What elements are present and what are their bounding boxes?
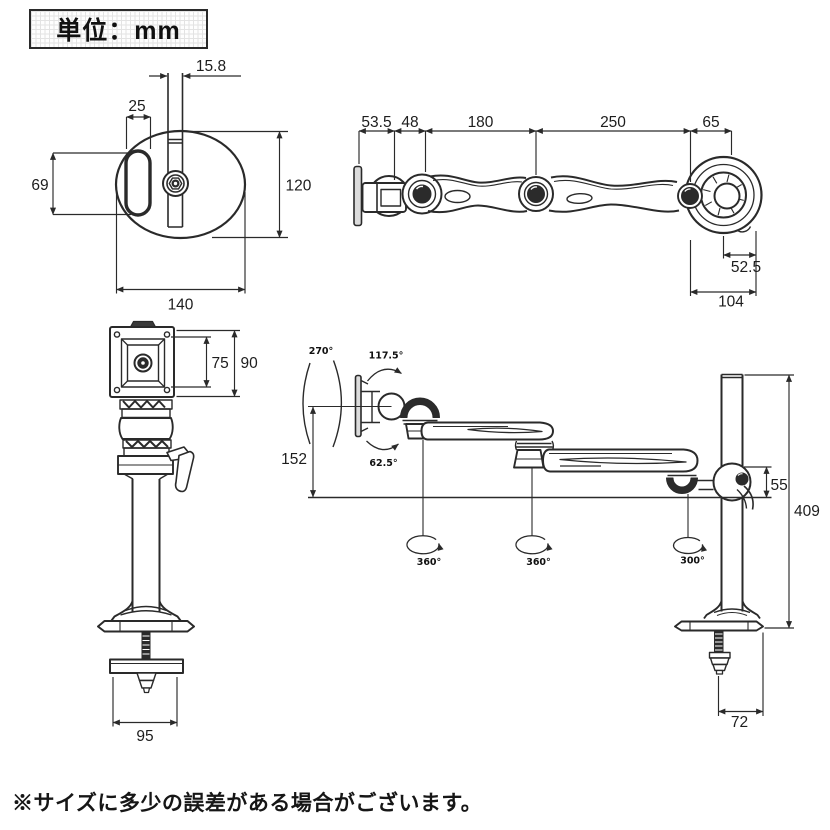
dim-lower-arm: 180 [468, 114, 494, 131]
base-center-hole [713, 182, 741, 210]
dim-rotation-joint1: 360° [417, 557, 442, 568]
dim-base-width: 140 [168, 297, 194, 314]
dim-min-height: 152 [281, 451, 307, 468]
dim-slot-width: 15.8 [196, 58, 226, 75]
dim-head-height: 55 [771, 477, 788, 494]
desk-base-plate-side [674, 620, 764, 632]
dim-base-inner: 52.5 [731, 259, 761, 276]
lower-arm-slot [444, 189, 471, 204]
unit-label-box: 単位：mm [29, 9, 208, 49]
arm-side-view: 360° 360° 300° 270° 117.5° 62.5° 152 55 … [281, 346, 820, 731]
pole-front-view: 75 90 95 [97, 320, 259, 745]
desk-base-plate [97, 620, 195, 633]
size-disclaimer: ※サイズに多少の誤差がある場合がございます。 [12, 792, 483, 815]
base-plate-outline [114, 129, 247, 240]
base-plate-top-view: 15.8 25 69 120 140 [31, 58, 311, 314]
elbow-dome [400, 397, 440, 418]
dim-clamp-depth: 72 [731, 714, 748, 731]
collar-lever [743, 485, 754, 510]
dim-base-offset: 65 [702, 114, 719, 131]
dim-vesa-outer: 90 [241, 355, 259, 372]
dim-vesa-to-joint: 53.5 [361, 114, 391, 131]
dim-tilt-down: 62.5° [369, 458, 397, 469]
vesa-plate-edge [353, 165, 363, 227]
pole-ball-joint [666, 477, 698, 494]
dim-rotation-base: 300° [680, 556, 705, 567]
side-slot-hole [124, 149, 152, 217]
dim-hole-height: 69 [31, 177, 48, 194]
pole [131, 479, 161, 612]
arm-top-view: 53.5 48 180 250 65 52.5 104 [353, 114, 763, 311]
dim-base-depth: 120 [286, 178, 312, 195]
dim-tilt-up: 117.5° [369, 351, 404, 362]
dim-upper-arm: 250 [600, 114, 626, 131]
dim-swivel-range: 270° [309, 346, 334, 357]
dim-rotation-joint2: 360° [526, 557, 551, 568]
upper-arm-slot [566, 192, 593, 205]
unit-label: 単位：mm [56, 17, 181, 45]
dim-base-outer-width: 104 [718, 294, 744, 311]
dim-vesa-inner: 75 [212, 355, 229, 372]
dim-hole-width: 25 [128, 98, 145, 115]
head-block [361, 182, 407, 213]
dim-joint-offset: 48 [401, 114, 418, 131]
clamp-bracket [109, 658, 184, 674]
center-slot [167, 73, 184, 228]
dim-clamp-width: 95 [136, 728, 153, 745]
dim-pole-height: 409 [794, 503, 820, 520]
